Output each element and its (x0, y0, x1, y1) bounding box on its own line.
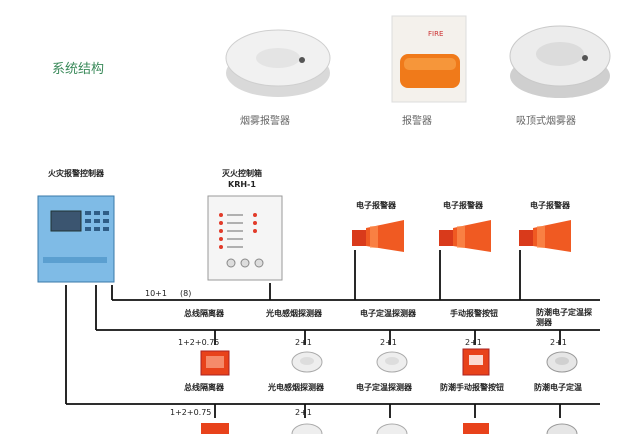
alarm-label: 电子报警器 (530, 201, 570, 210)
row3-spec: 2+1 (295, 408, 312, 417)
row2-spec: 2+1 (550, 338, 567, 347)
row1-label: 光电感烟探测器 (266, 309, 322, 318)
row2-spec: 1+2+0.75 (178, 338, 220, 347)
fire-alarm-panel (37, 195, 115, 283)
row1-label: 电子定温探测器 (360, 309, 416, 318)
alarm-label: 电子报警器 (443, 201, 483, 210)
row1-label: 防潮电子定温探测器 (536, 308, 592, 327)
isolator-icon (201, 423, 229, 434)
manual-call-point-icon (462, 348, 490, 376)
product-label-ceiling-detector: 吸顶式烟雾器 (516, 116, 576, 127)
row2-label: 电子定温探测器 (356, 383, 412, 392)
row2-label: 防潮手动报警按钮 (440, 383, 504, 392)
panel-label: 火灾报警控制器 (48, 169, 104, 178)
row2-spec: 2+1 (380, 338, 397, 347)
product-label-alarm: 报警器 (402, 116, 432, 127)
row2-spec: 2+1 (465, 338, 482, 347)
row1-label: 手动报警按钮 (450, 309, 498, 318)
cabinet-model: KRH-1 (228, 180, 256, 189)
moisture-detector-icon (546, 351, 578, 373)
strobe-alarm-image: FIRE (391, 15, 467, 103)
smoke-detector-icon (291, 351, 323, 373)
smoke-detector-icon (291, 423, 323, 434)
product-label-smoke-alarm: 烟雾报警器 (240, 116, 290, 127)
page-title: 系统结构 (52, 62, 105, 77)
heat-detector-icon (376, 351, 408, 373)
row2-label: 防潮电子定温 (534, 383, 582, 392)
electronic-alarm-icon (352, 220, 404, 252)
moisture-detector-icon (546, 423, 578, 434)
row3-spec: 1+2+0.75 (170, 408, 212, 417)
alarm-label: 电子报警器 (356, 201, 396, 210)
bus-label-1: 10+1 (145, 289, 167, 298)
electronic-alarm-icon (439, 220, 491, 252)
heat-detector-icon (376, 423, 408, 434)
bus-label-2: (8) (180, 289, 192, 298)
row2-spec: 2+1 (295, 338, 312, 347)
extinguishing-cabinet (207, 195, 283, 281)
row2-label: 总线隔离器 (184, 383, 224, 392)
row1-label: 总线隔离器 (184, 309, 224, 318)
manual-call-point-icon (463, 423, 489, 434)
isolator-icon (200, 350, 230, 376)
row2-label: 光电感烟探测器 (268, 383, 324, 392)
smoke-alarm-image (225, 29, 331, 97)
cabinet-label: 灭火控制箱 (222, 169, 262, 178)
electronic-alarm-icon (519, 220, 571, 252)
fire-sign: FIRE (428, 30, 443, 38)
ceiling-detector-image (509, 25, 611, 98)
